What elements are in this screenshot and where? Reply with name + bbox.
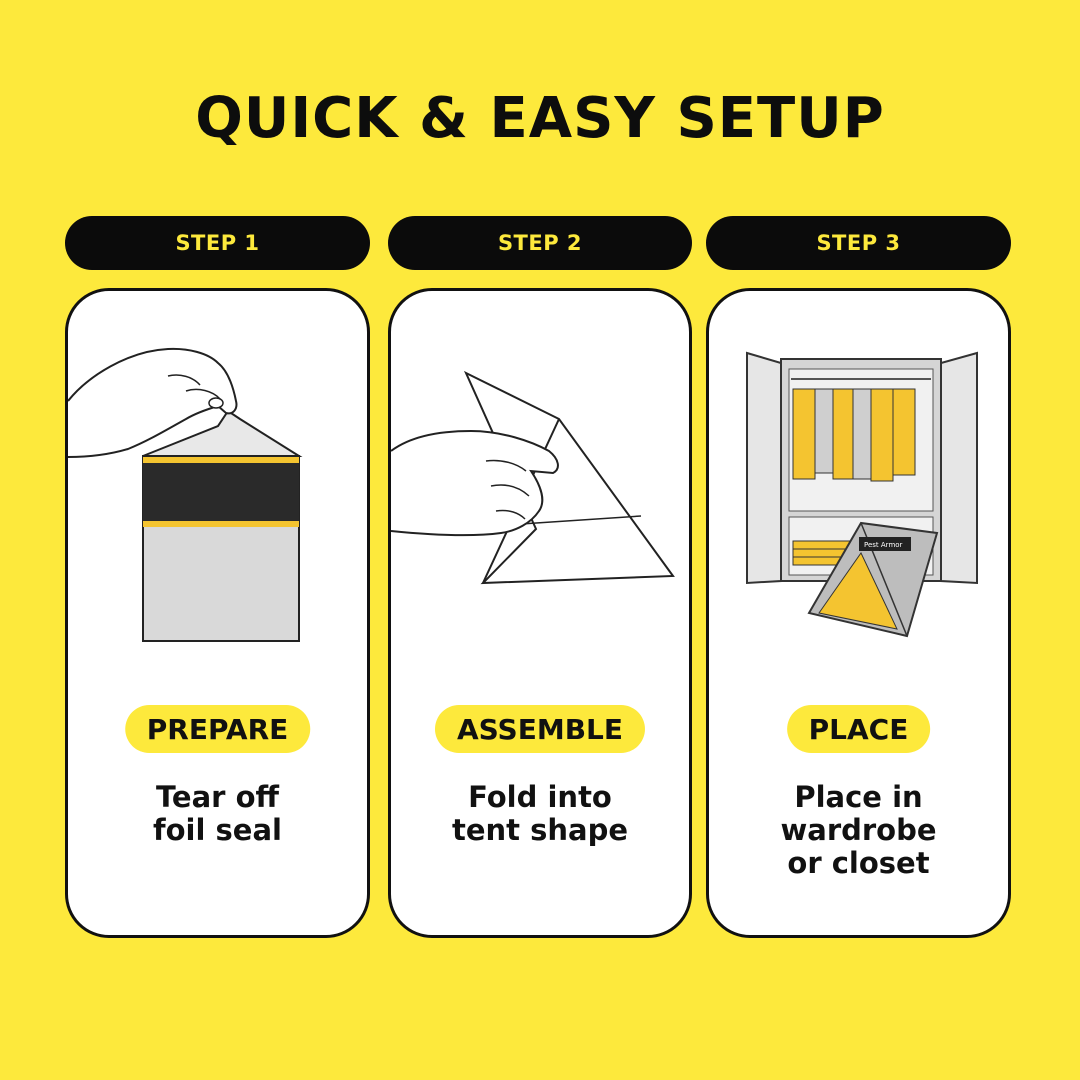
step-1-card: PREPARE Tear off foil seal xyxy=(65,288,370,938)
trap-brand-text: Pest Armor xyxy=(864,541,903,549)
step-2-pill: STEP 2 xyxy=(388,216,692,270)
tear-foil-illustration xyxy=(68,347,303,642)
step-3-card: Pest Armor PLACE Place in wardrobe or cl… xyxy=(706,288,1011,938)
step-2-card: ASSEMBLE Fold into tent shape xyxy=(388,288,692,938)
fold-tent-illustration xyxy=(391,370,675,585)
place-description: Place in wardrobe or closet xyxy=(780,780,937,880)
wardrobe-illustration: Pest Armor xyxy=(746,351,978,638)
place-label: PLACE xyxy=(786,705,931,753)
step-3-pill: STEP 3 xyxy=(706,216,1011,270)
prepare-label: PREPARE xyxy=(124,705,311,753)
assemble-description: Fold into tent shape xyxy=(451,780,629,847)
step-1-pill: STEP 1 xyxy=(65,216,370,270)
page-title: QUICK & EASY SETUP xyxy=(195,86,885,151)
assemble-label: ASSEMBLE xyxy=(434,705,646,753)
prepare-description: Tear off foil seal xyxy=(153,780,282,847)
